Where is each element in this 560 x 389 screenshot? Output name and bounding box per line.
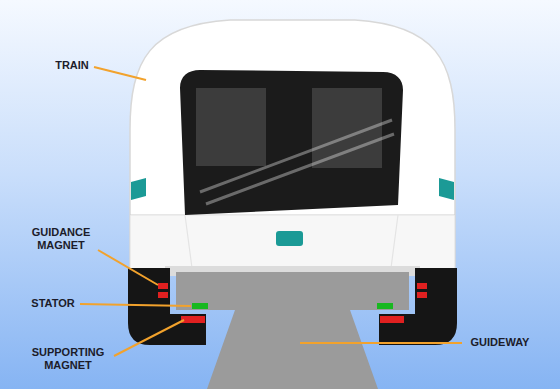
side-light	[439, 178, 454, 200]
part-label: GUIDANCE MAGNET	[24, 226, 98, 252]
front-light	[276, 231, 303, 246]
part-label: TRAIN	[50, 59, 94, 72]
stator	[192, 303, 208, 309]
guidance-magnet	[158, 292, 168, 298]
train-body	[130, 20, 455, 272]
windshield	[180, 70, 403, 215]
supporting-magnet	[380, 316, 404, 323]
supporting-magnet	[181, 316, 205, 323]
guideway-beam	[176, 272, 409, 389]
part-label: GUIDEWAY	[465, 336, 535, 349]
window-pane	[196, 88, 266, 166]
leader-line	[98, 250, 158, 285]
leader-line	[80, 304, 191, 306]
lower-front	[130, 215, 455, 272]
part-label: STATOR	[28, 297, 78, 310]
guidance-magnet	[417, 292, 427, 298]
leader-line	[114, 320, 184, 356]
stator	[377, 303, 393, 309]
part-label: SUPPORTING MAGNET	[22, 346, 114, 372]
glass-reflection	[200, 120, 394, 204]
leader-line	[94, 67, 146, 80]
guidance-magnet	[417, 283, 427, 289]
side-light	[131, 178, 146, 200]
leader-line	[300, 342, 462, 344]
guidance-magnet	[158, 283, 168, 289]
